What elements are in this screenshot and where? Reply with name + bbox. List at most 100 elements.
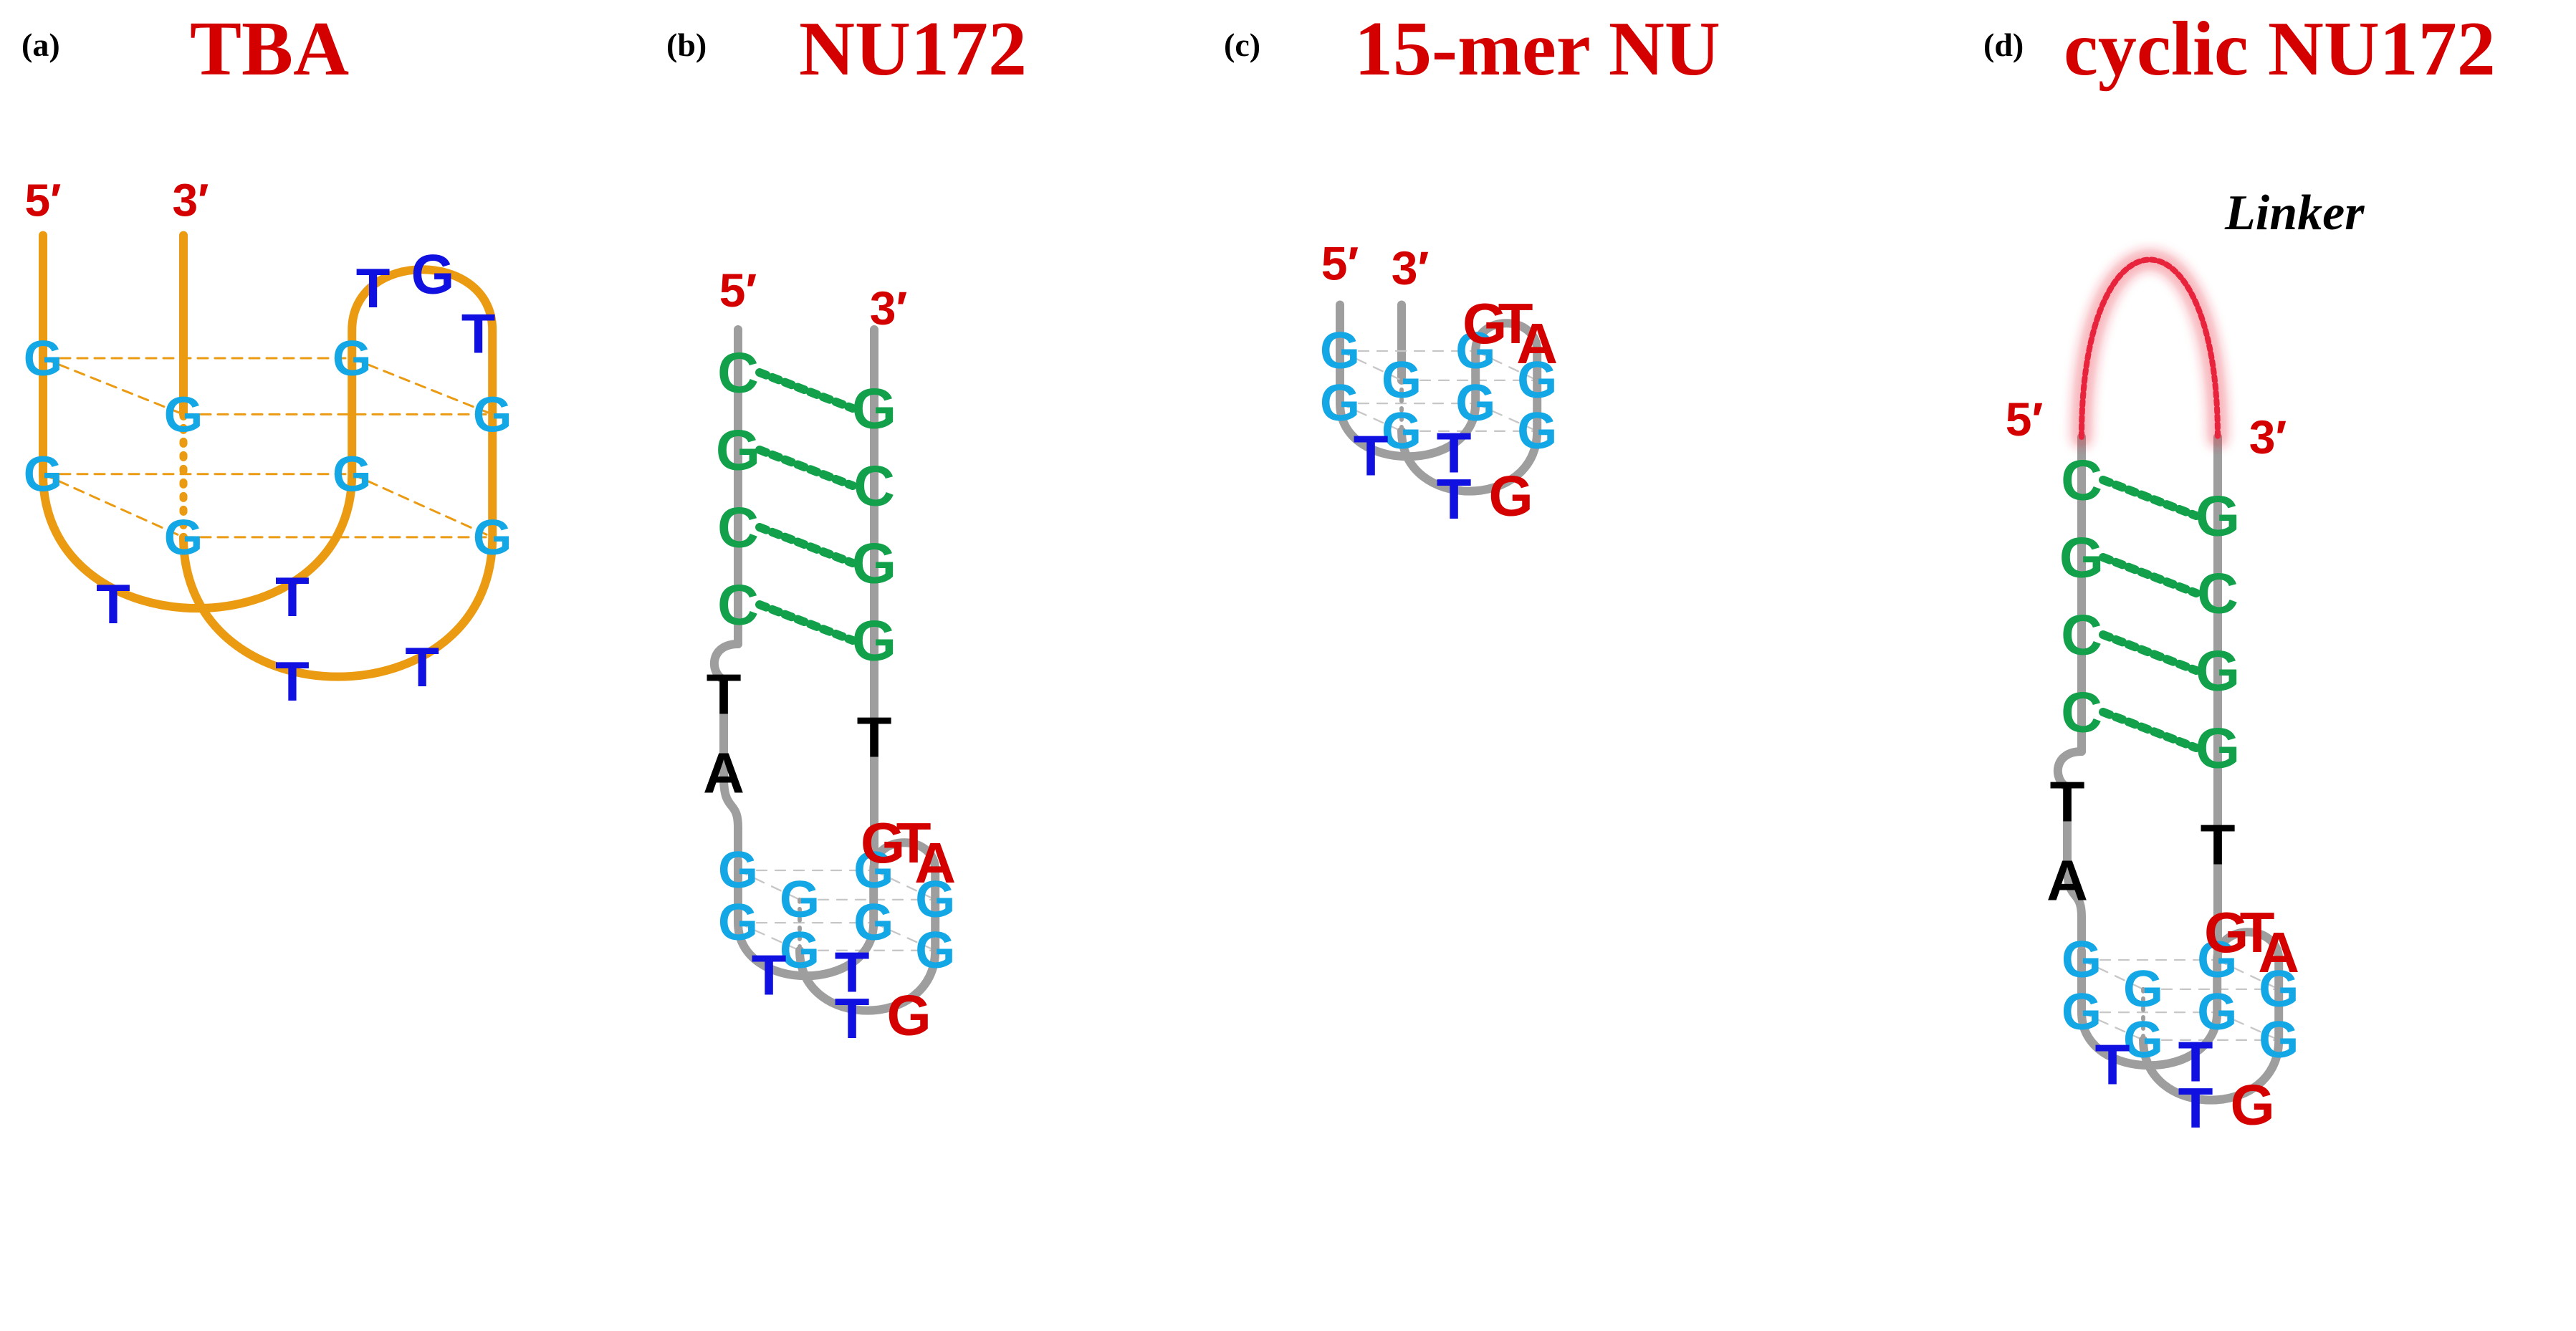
guanine-base: G — [473, 386, 512, 442]
loop-base: T — [752, 943, 787, 1007]
strand-backbone — [1336, 319, 1542, 496]
duplex-bond — [755, 368, 857, 413]
duplex-bond — [755, 446, 857, 490]
strand-backbone — [2077, 928, 2284, 1105]
guanine-base: G — [2123, 961, 2163, 1018]
panel-title: TBA — [190, 6, 349, 92]
loop-base: T — [835, 940, 870, 1004]
duplex-base: G — [852, 377, 896, 441]
duplex-base: C — [2061, 448, 2102, 512]
panel-title: 15-mer NU — [1354, 6, 1720, 92]
loop-base: T — [2178, 1029, 2213, 1093]
loop-base: G — [1489, 464, 1533, 528]
quartet-bond — [737, 869, 801, 900]
duplex-bond — [755, 523, 857, 567]
guanine-base: G — [332, 330, 371, 386]
loop-base: G — [2204, 900, 2249, 964]
duplex-bond — [2099, 476, 2201, 520]
loop-base: A — [1516, 312, 1558, 375]
five-prime-label: 5′ — [719, 264, 757, 317]
guanine-base: G — [2062, 984, 2102, 1041]
junction-base: A — [2046, 849, 2088, 913]
guanine-base: G — [1517, 403, 1557, 460]
three-prime-label: 3′ — [2249, 410, 2287, 463]
panel-b: (b)NU172 — [666, 6, 1027, 92]
duplex-base: C — [853, 454, 895, 518]
duplex-base: G — [2196, 639, 2240, 703]
duplex-base: C — [2061, 681, 2102, 744]
quartet-bond — [42, 473, 185, 539]
loop-base: T — [356, 256, 391, 319]
loop-base: T — [275, 565, 310, 628]
loop-base: T — [1354, 424, 1389, 488]
loop-base: T — [1498, 292, 1533, 355]
quartet-bond — [350, 473, 494, 539]
loop-base: G — [1462, 292, 1507, 355]
strand-backbone — [710, 640, 742, 860]
quartet-bond — [1339, 402, 1403, 432]
guanine-base: G — [1382, 403, 1422, 460]
guanine-base: G — [780, 922, 820, 979]
duplex-base: C — [717, 573, 759, 637]
guanine-base: G — [1382, 352, 1422, 409]
linker-glow — [2071, 249, 2228, 448]
quartet-bond — [42, 357, 185, 415]
duplex-base: C — [2061, 603, 2102, 667]
panel-letter: (d) — [1983, 27, 2024, 63]
linker-arc — [2079, 256, 2221, 440]
linker-label: Linker — [2224, 186, 2365, 241]
quartet-bond — [873, 869, 937, 900]
duplex-bond — [2099, 553, 2201, 597]
guanine-base: G — [1320, 322, 1360, 380]
junction-base: T — [2050, 770, 2085, 834]
quartet-bond — [873, 921, 937, 951]
strand-backbone — [2054, 747, 2086, 950]
guanine-base: G — [2062, 931, 2102, 989]
guanine-base: G — [915, 871, 955, 928]
five-prime-label: 5′ — [1321, 236, 1359, 289]
quartet-bond — [2080, 958, 2145, 990]
guanine-base: G — [780, 871, 820, 928]
duplex-base: C — [717, 341, 759, 405]
guanine-base: G — [164, 386, 203, 442]
duplex-base: G — [852, 532, 896, 595]
quartet-bond — [2216, 958, 2280, 990]
three-prime-label: 3′ — [1392, 241, 1430, 294]
guanine-base: G — [2197, 984, 2237, 1041]
guanine-base: G — [718, 894, 758, 951]
loop-base: T — [2178, 1076, 2213, 1140]
panel-title: cyclic NU172 — [2064, 6, 2496, 92]
duplex-bond — [755, 600, 857, 645]
loop-base: T — [1437, 467, 1472, 531]
loop-base: A — [2258, 921, 2299, 984]
loop-base: T — [896, 811, 932, 875]
loop-base: T — [2095, 1033, 2130, 1097]
guanine-base: G — [164, 509, 203, 565]
panel-letter: (c) — [1224, 27, 1260, 63]
guanine-base: G — [2123, 1012, 2163, 1069]
guanine-base: G — [915, 922, 955, 979]
strand-backbone — [39, 231, 497, 681]
panel-a: (a)TBA — [21, 6, 349, 92]
guanine-base: G — [853, 894, 894, 951]
loop-base: T — [1437, 421, 1472, 484]
guanine-base: G — [2259, 961, 2299, 1018]
duplex-base: C — [2197, 562, 2239, 625]
duplex-base: G — [716, 418, 760, 482]
loop-base: G — [861, 811, 905, 875]
loop-base: T — [2240, 900, 2275, 964]
guanine-base: G — [1517, 352, 1557, 409]
loop-base: T — [275, 650, 310, 713]
guanine-base: G — [718, 842, 758, 899]
guanine-base: G — [2197, 931, 2237, 989]
five-prime-label: 5′ — [25, 175, 62, 226]
duplex-base: G — [2196, 716, 2240, 780]
guanine-base: G — [1455, 322, 1495, 380]
quartet-bond — [350, 357, 494, 415]
guanine-base: G — [473, 509, 512, 565]
junction-base: T — [2201, 813, 2236, 877]
guanine-base: G — [853, 842, 894, 899]
quartet-bond — [2080, 1011, 2145, 1041]
